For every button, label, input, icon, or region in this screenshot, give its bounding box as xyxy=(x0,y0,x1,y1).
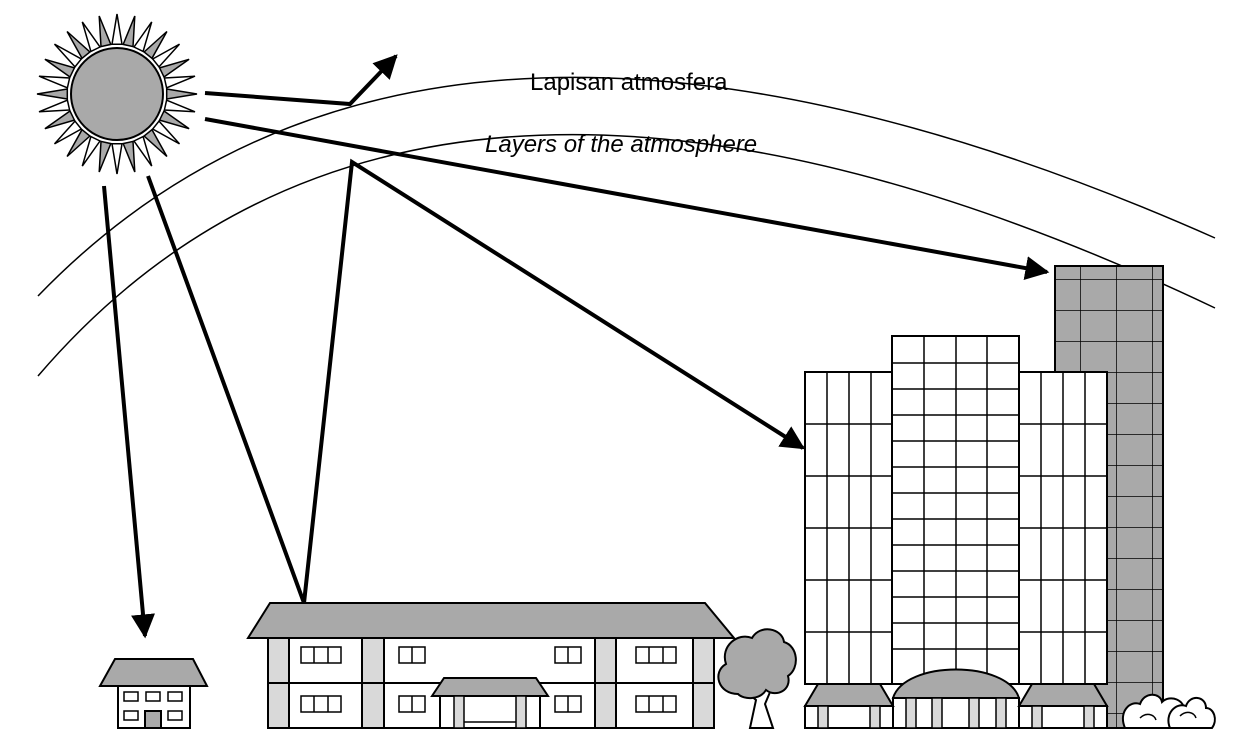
sun-ray xyxy=(163,99,196,113)
sun-ray xyxy=(142,128,168,158)
sun-ray xyxy=(122,140,136,173)
sun-ray xyxy=(163,75,196,89)
atmosphere-inner-arc xyxy=(37,133,1216,377)
sun-ray xyxy=(81,21,102,53)
ray-reflected-between-buildings xyxy=(146,158,806,604)
ray-reflected-by-atmosphere xyxy=(204,54,398,107)
sun-ray xyxy=(151,43,181,69)
small-house-icon xyxy=(98,658,209,729)
sun-ray xyxy=(122,15,136,48)
bushes-icon xyxy=(1121,693,1216,729)
school-building-icon xyxy=(246,602,737,729)
label-malay: Lapisan atmosfera xyxy=(530,69,728,96)
sun-ray xyxy=(98,15,112,48)
sun-ray xyxy=(36,88,69,100)
sun-ray xyxy=(165,88,198,100)
sun-ray xyxy=(44,109,76,130)
sun-ray xyxy=(158,109,190,130)
sun-ray xyxy=(98,140,112,173)
label-english: Layers of the atmosphere xyxy=(485,131,757,158)
sun-ray xyxy=(66,128,92,158)
sun-ray xyxy=(38,99,71,113)
sun-ray xyxy=(38,75,71,89)
ray-to-small-house xyxy=(102,185,155,639)
sun-ray xyxy=(158,58,190,79)
sun-ray xyxy=(111,13,123,46)
atmosphere-outer-arc xyxy=(37,76,1216,297)
ray-to-tall-building xyxy=(204,117,1050,280)
sun-ray xyxy=(151,119,181,145)
sun-ray xyxy=(81,135,102,167)
sun-ray xyxy=(111,142,123,175)
sun-ray xyxy=(142,30,168,60)
radiation-arrows xyxy=(102,54,1050,639)
sun-ray xyxy=(53,119,83,145)
sun-icon xyxy=(36,13,198,175)
sun-ray xyxy=(44,58,76,79)
tree-icon xyxy=(717,628,797,729)
atmosphere-layers xyxy=(37,76,1216,377)
sun-ray xyxy=(66,30,92,60)
skyscraper-icon xyxy=(803,335,1109,729)
sun-ray xyxy=(53,43,83,69)
sun-ray xyxy=(132,21,153,53)
sun-ray xyxy=(132,135,153,167)
